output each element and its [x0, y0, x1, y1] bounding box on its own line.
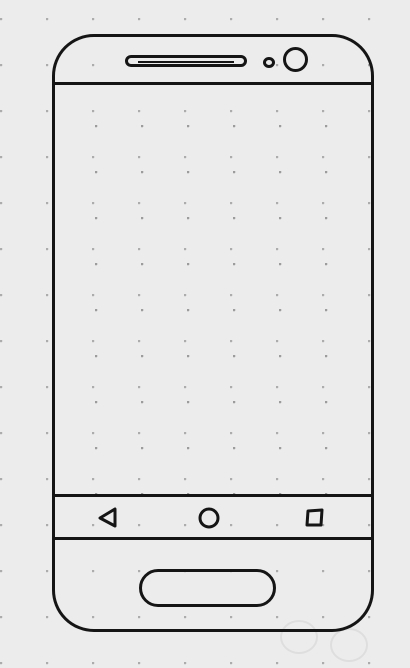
recent-apps-button[interactable] [302, 505, 328, 531]
phone-screen[interactable] [55, 85, 371, 494]
proximity-sensor-icon [263, 57, 275, 68]
physical-home-button[interactable] [139, 569, 276, 607]
top-bezel [55, 37, 371, 85]
speaker-grille-icon [125, 55, 247, 67]
paper-show-through-mark [330, 628, 368, 662]
triangle-left-icon [96, 506, 120, 530]
square-icon [303, 506, 327, 530]
back-button[interactable] [95, 505, 121, 531]
bottom-bezel [55, 540, 371, 629]
home-nav-button[interactable] [196, 505, 222, 531]
phone-frame [52, 34, 374, 632]
navigation-bar [55, 494, 371, 540]
circle-icon [196, 505, 222, 531]
front-camera-icon [283, 47, 308, 72]
